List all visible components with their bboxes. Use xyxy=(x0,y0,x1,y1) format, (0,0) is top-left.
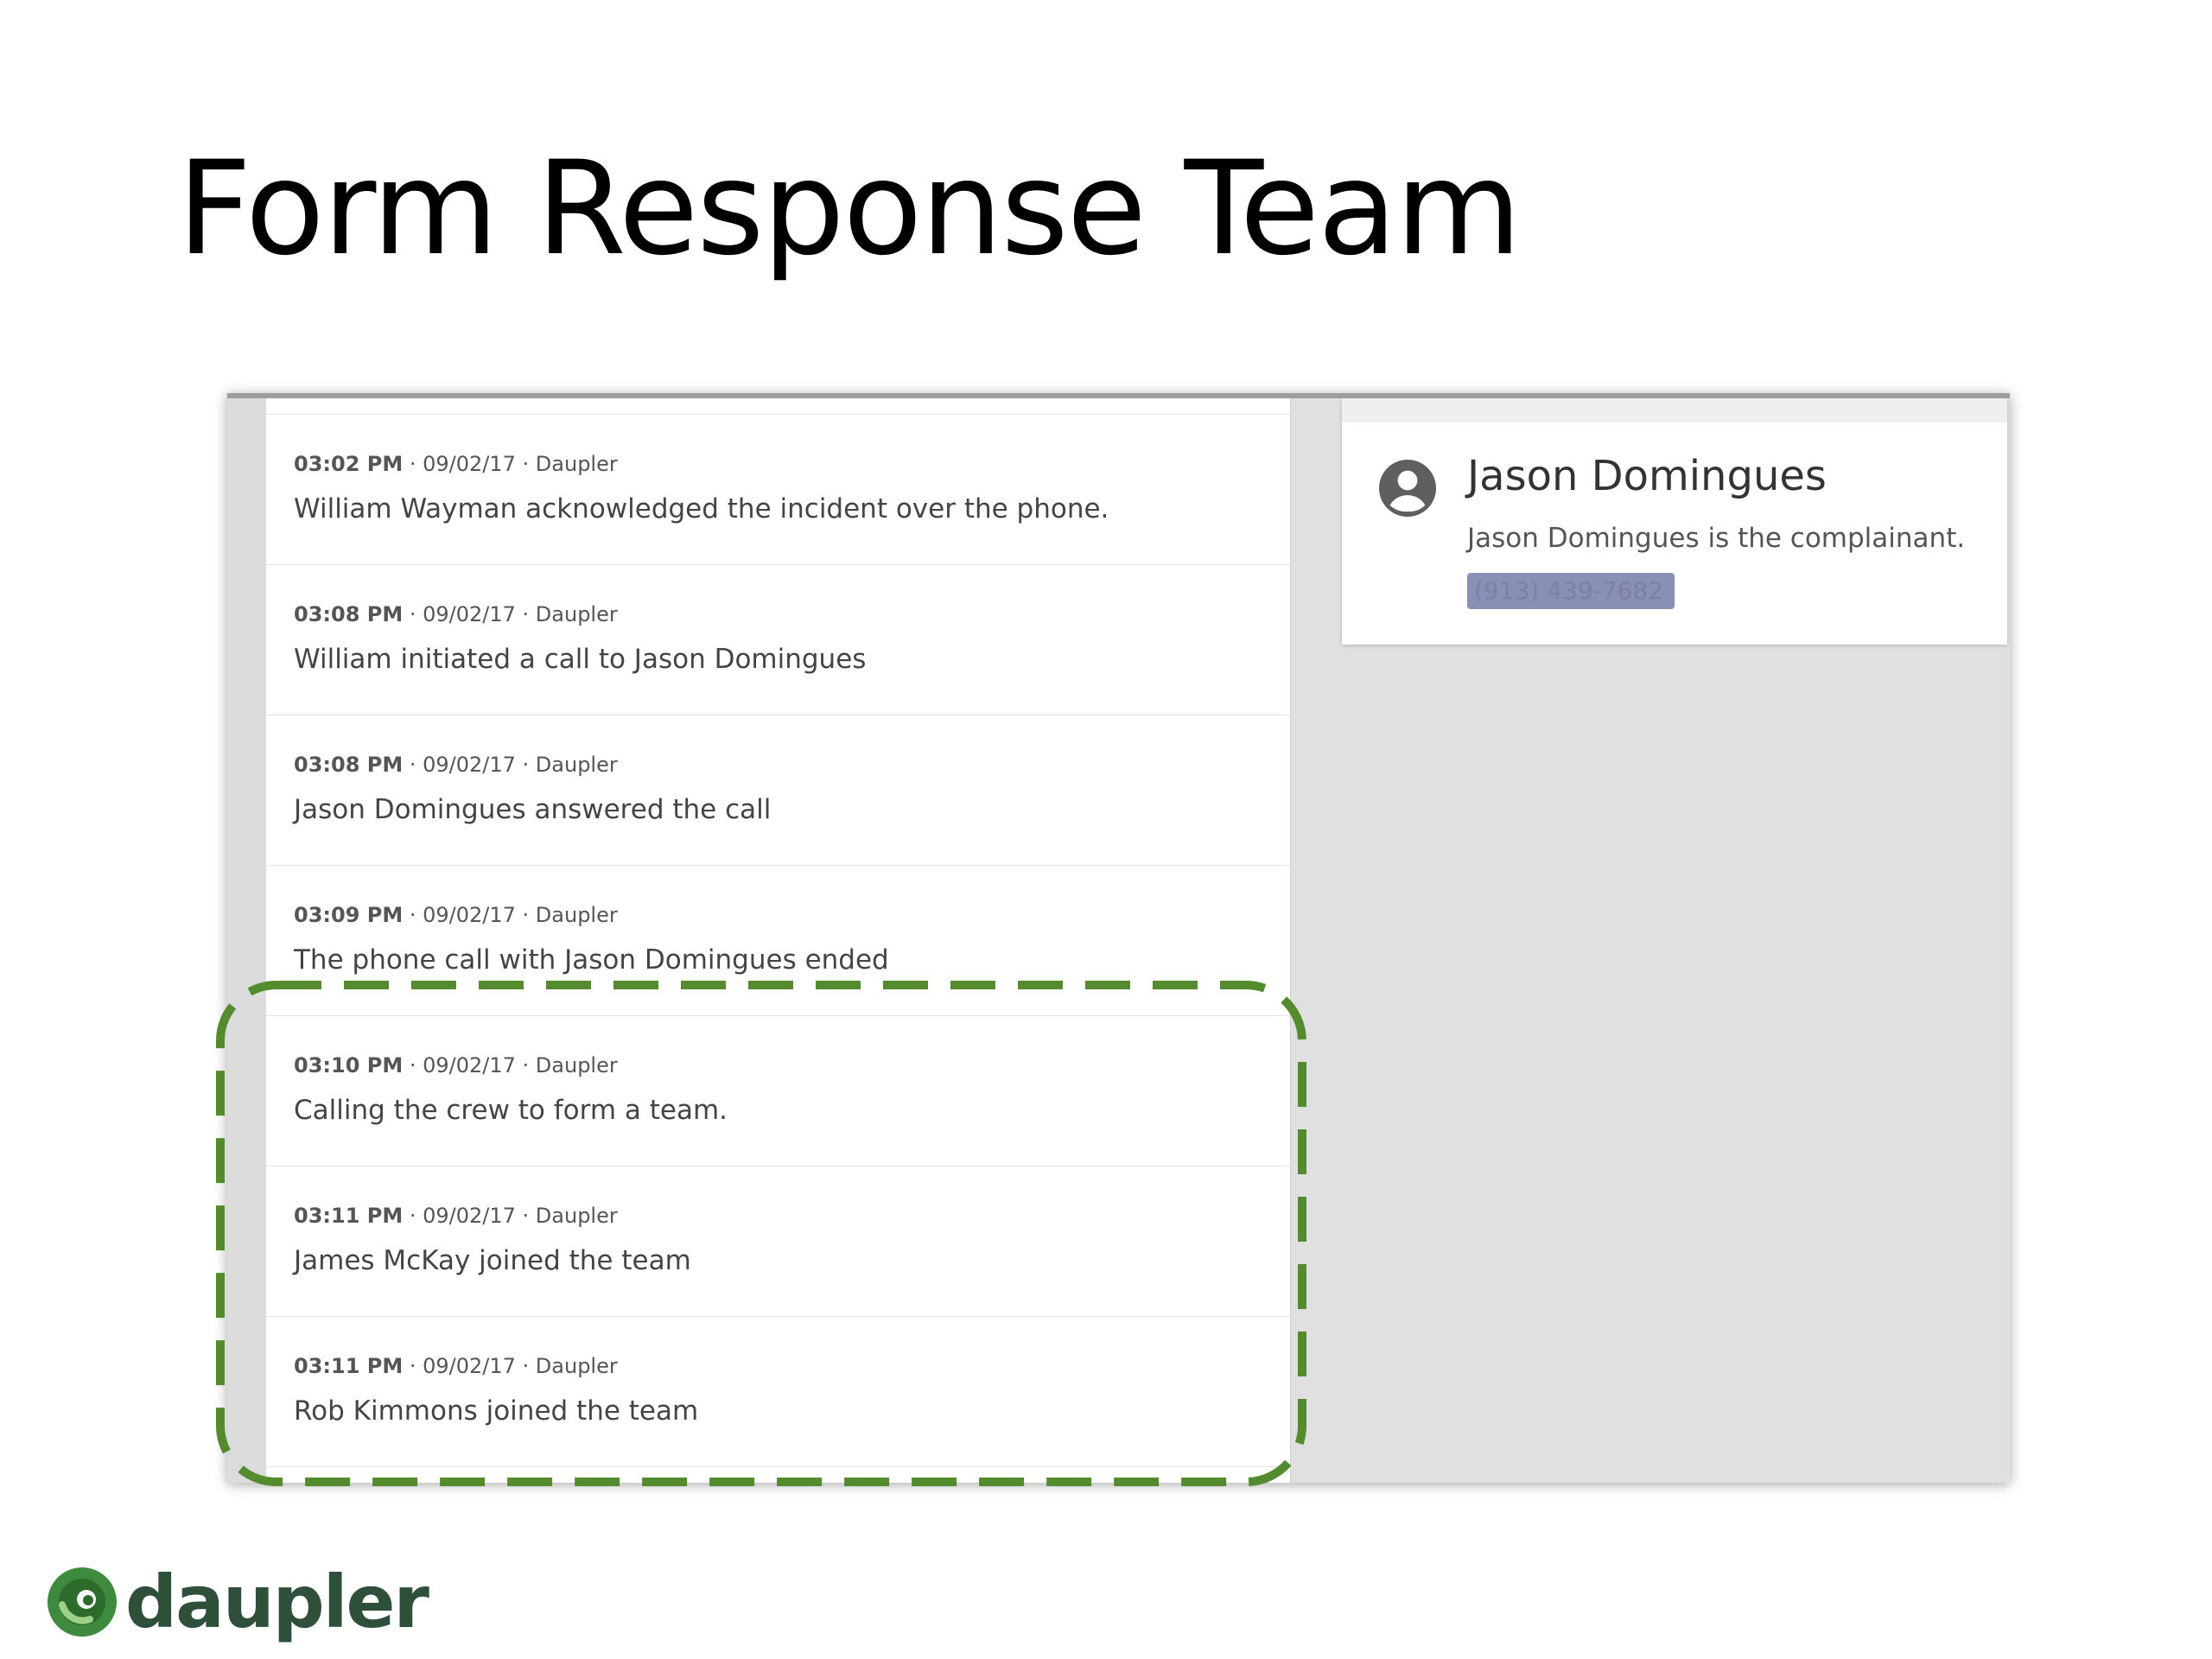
entry-time: 03:08 PM xyxy=(294,753,404,777)
entry-meta: 03:08 PM · 09/02/17 · Daupler xyxy=(294,753,1290,777)
entry-time: 03:11 PM xyxy=(294,1204,404,1228)
entry-date-source: · 09/02/17 · Daupler xyxy=(403,1204,618,1228)
entry-meta: 03:09 PM · 09/02/17 · Daupler xyxy=(294,903,1290,927)
timeline-entry: 03:08 PM · 09/02/17 · Daupler Jason Domi… xyxy=(266,715,1290,866)
slide-title: Form Response Team xyxy=(177,134,1522,284)
timeline-entry: 03:09 PM · 09/02/17 · Daupler The phone … xyxy=(266,866,1290,1016)
entry-time: 03:10 PM xyxy=(294,1053,404,1077)
timeline-top-divider xyxy=(266,398,1290,415)
entry-time: 03:09 PM xyxy=(294,903,404,927)
entry-message: Rob Kimmons joined the team xyxy=(294,1395,699,1427)
entry-message: William initiated a call to Jason Doming… xyxy=(294,644,867,675)
entry-time: 03:02 PM xyxy=(294,452,404,476)
entry-meta: 03:10 PM · 09/02/17 · Daupler xyxy=(294,1053,1290,1077)
timeline-entry: 03:11 PM · 09/02/17 · Daupler Rob Kimmon… xyxy=(266,1317,1290,1467)
entry-time: 03:11 PM xyxy=(294,1354,404,1378)
entry-message: The phone call with Jason Domingues ende… xyxy=(294,944,889,976)
timeline-entry: 03:02 PM · 09/02/17 · Daupler William Wa… xyxy=(266,415,1290,565)
daupler-swirl-icon xyxy=(48,1567,117,1637)
timeline-list[interactable]: 03:02 PM · 09/02/17 · Daupler William Wa… xyxy=(266,398,1291,1483)
entry-date-source: · 09/02/17 · Daupler xyxy=(403,452,618,476)
account-circle-icon xyxy=(1376,457,1439,519)
entry-message: Calling the crew to form a team. xyxy=(294,1095,728,1126)
left-gutter xyxy=(227,398,266,1483)
entry-message: James McKay joined the team xyxy=(294,1245,691,1276)
timeline-entry: 03:10 PM · 09/02/17 · Daupler Calling th… xyxy=(266,1016,1290,1166)
entry-time: 03:08 PM xyxy=(294,602,404,626)
card-topbar xyxy=(1342,398,2007,423)
entry-meta: 03:11 PM · 09/02/17 · Daupler xyxy=(294,1354,1290,1378)
entry-date-source: · 09/02/17 · Daupler xyxy=(403,1053,618,1077)
entry-meta: 03:08 PM · 09/02/17 · Daupler xyxy=(294,602,1290,626)
entry-date-source: · 09/02/17 · Daupler xyxy=(403,753,618,777)
contact-name: Jason Domingues xyxy=(1467,452,1827,500)
entry-message: Jason Domingues answered the call xyxy=(294,794,772,825)
entry-message: William Wayman acknowledged the incident… xyxy=(294,493,1109,524)
entry-meta: 03:02 PM · 09/02/17 · Daupler xyxy=(294,452,1290,476)
timeline-entry: 03:11 PM · 09/02/17 · Daupler James McKa… xyxy=(266,1166,1290,1317)
logo-text: daupler xyxy=(125,1560,429,1644)
entry-date-source: · 09/02/17 · Daupler xyxy=(403,1354,618,1378)
daupler-logo: daupler xyxy=(43,1560,429,1646)
contact-card: Jason Domingues Jason Domingues is the c… xyxy=(1342,398,2007,645)
app-screenshot: 03:02 PM · 09/02/17 · Daupler William Wa… xyxy=(227,393,2010,1483)
entry-date-source: · 09/02/17 · Daupler xyxy=(403,602,618,626)
contact-description: Jason Domingues is the complainant. xyxy=(1467,523,1966,554)
entry-date-source: · 09/02/17 · Daupler xyxy=(403,903,618,927)
timeline-entry: 03:08 PM · 09/02/17 · Daupler William in… xyxy=(266,565,1290,715)
entry-meta: 03:11 PM · 09/02/17 · Daupler xyxy=(294,1204,1290,1228)
contact-phone-link[interactable]: (913) 439-7682 xyxy=(1467,573,1675,609)
